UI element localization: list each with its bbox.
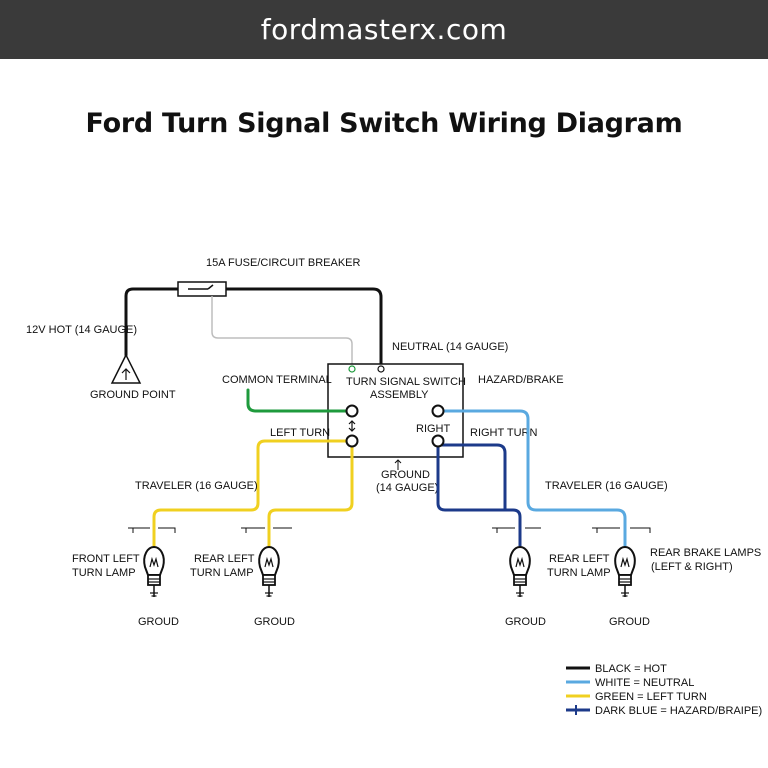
traveler-right-label: TRAVELER (16 GAUGE) — [545, 480, 668, 492]
lamp-3-label-line1: REAR LEFT — [549, 553, 610, 565]
bulb-icon — [143, 546, 165, 598]
hot-label: 12V HOT (14 GAUGE) — [26, 324, 137, 336]
lamp-3-label-line2: TURN LAMP — [547, 567, 611, 579]
traveler-left-label: TRAVELER (16 GAUGE) — [135, 480, 258, 492]
common-terminal-label: COMMON TERMINAL — [222, 374, 332, 386]
legend-label-black: BLACK = HOT — [595, 663, 667, 675]
hot-wire-right — [222, 287, 383, 371]
bulb-icon — [258, 546, 280, 598]
switch-label-line1: TURN SIGNAL SWITCH — [346, 376, 466, 388]
lamp-4-label-line2: (LEFT & RIGHT) — [651, 561, 733, 573]
lamp-4-ground-label: GROUD — [609, 616, 650, 628]
lamp-direction-arrows — [128, 527, 651, 533]
right-turn-label: RIGHT TURN — [470, 427, 537, 439]
right-label: RIGHT — [416, 423, 451, 435]
bulb-icon — [614, 546, 636, 598]
ground-label-line2: (14 GAUGE) — [376, 482, 438, 494]
yellow-rear-left-wire — [267, 439, 354, 550]
bulb-icon — [509, 546, 531, 598]
lamp-2-ground-label: GROUD — [254, 616, 295, 628]
dark-blue-right-turn-wire — [436, 443, 507, 512]
lamp-1-label-line2: TURN LAMP — [72, 567, 136, 579]
site-name[interactable]: fordmasterx.com — [260, 13, 508, 46]
fuse-icon — [177, 281, 227, 297]
dark-blue-right-wire — [436, 439, 522, 550]
lamp-1-label-line1: FRONT LEFT — [72, 553, 140, 565]
ground-symbol-icon — [110, 353, 142, 384]
legend-label-white: WHITE = NEUTRAL — [595, 677, 694, 689]
lamp-2-label-line1: REAR LEFT — [194, 553, 255, 565]
switch-terminals — [345, 365, 445, 470]
neutral-label: NEUTRAL (14 GAUGE) — [392, 341, 508, 353]
lamp-1-ground-label: GROUD — [138, 616, 179, 628]
lamp-2-label-line2: TURN LAMP — [190, 567, 254, 579]
ground-label-line1: GROUND — [381, 469, 430, 481]
diagram-title: Ford Turn Signal Switch Wiring Diagram — [85, 108, 683, 139]
legend-label-green: GREEN = LEFT TURN — [595, 691, 707, 703]
green-common-wire — [246, 388, 354, 413]
left-turn-label: LEFT TURN — [270, 427, 330, 439]
hazard-brake-label: HAZARD/BRAKE — [478, 374, 564, 386]
ground-point-label: GROUND POINT — [90, 389, 176, 401]
fuse-label: 15A FUSE/CIRCUIT BREAKER — [206, 257, 361, 269]
lamp-4-label-line1: REAR BRAKE LAMPS — [650, 547, 761, 559]
site-header-bar: fordmasterx.com — [0, 0, 768, 59]
yellow-front-left-wire — [152, 439, 354, 550]
light-blue-hazard-wire — [436, 409, 627, 550]
lamp-3-ground-label: GROUD — [505, 616, 546, 628]
legend-label-dark-blue: DARK BLUE = HAZARD/BRAIPE) — [595, 705, 762, 717]
switch-label-line2: ASSEMBLY — [370, 389, 429, 401]
hot-wire-left — [124, 287, 182, 357]
neutral-wire — [211, 296, 353, 369]
legend: BLACK = HOT WHITE = NEUTRAL GREEN = LEFT… — [566, 663, 762, 717]
